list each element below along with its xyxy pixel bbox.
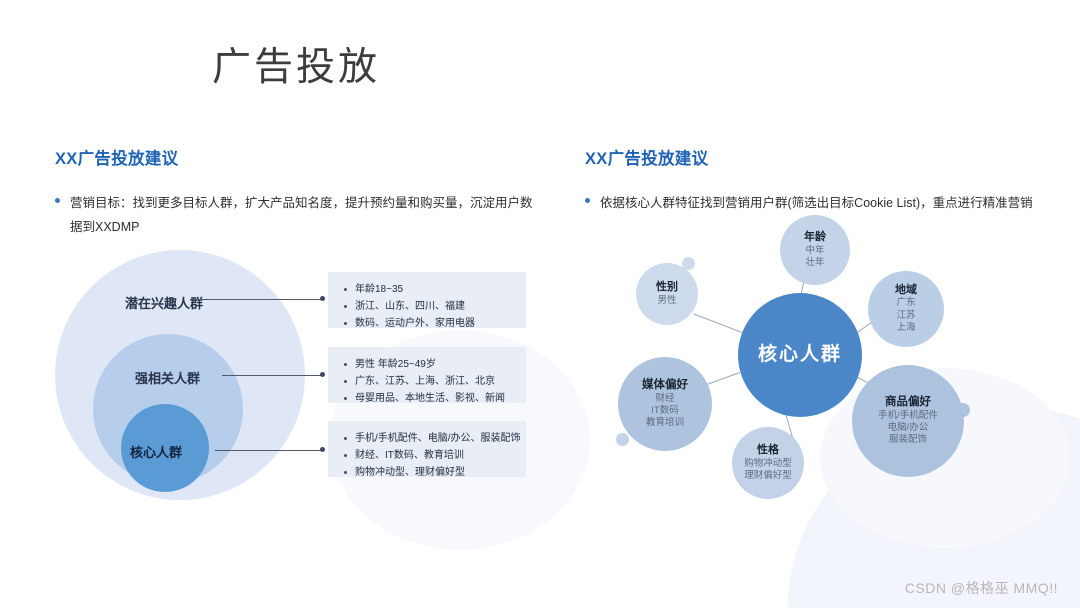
bullet-dot-icon (55, 198, 60, 203)
bubble-gender-accent (682, 257, 695, 270)
ring-label-strongly-related: 强相关人群 (135, 371, 201, 386)
info-box-core-audience: 手机/手机配件、电脑/办公、服装配饰 财经、IT数码、教育培训 购物冲动型、理财… (328, 421, 526, 478)
right-bullet-row: 依据核心人群特征找到营销用户群(筛选出目标Cookie List)，重点进行精准… (585, 191, 1055, 215)
bubble-media-line-1: 财经 (655, 392, 675, 404)
connector-line-1 (190, 299, 322, 300)
bubble-media-title: 媒体偏好 (642, 379, 688, 392)
bubble-age-line-2: 壮年 (805, 256, 825, 268)
info-box-1-line-3: 数码、运动户外、家用电器 (342, 315, 514, 332)
bubble-goods-preference: 商品偏好 手机/手机配件 电脑/办公 服装配饰 (852, 365, 964, 477)
connector-line-2 (222, 375, 322, 376)
right-column: XX广告投放建议 依据核心人群特征找到营销用户群(筛选出目标Cookie Lis… (585, 145, 1055, 215)
info-box-potential-interest: 年龄18~35 浙江、山东、四川、福建 数码、运动户外、家用电器 (328, 272, 526, 329)
right-bullet-text: 依据核心人群特征找到营销用户群(筛选出目标Cookie List)，重点进行精准… (600, 196, 1033, 210)
connector-line-3 (215, 450, 322, 451)
connector-node-2 (320, 372, 325, 377)
ring-core-audience (121, 404, 209, 492)
bubble-goods-line-1: 手机/手机配件 (878, 409, 938, 421)
bubble-region: 地域 广东 江苏 上海 (868, 271, 944, 347)
bubble-age-title: 年龄 (804, 230, 826, 243)
bubble-personality: 性格 购物冲动型 理财偏好型 (732, 427, 804, 499)
info-box-2-line-1: 男性 年龄25~49岁 (342, 356, 514, 373)
bubble-media-preference: 媒体偏好 财经 IT数码 教育培训 (618, 357, 712, 451)
bubble-core-audience: 核心人群 (738, 293, 862, 417)
bubble-goods-line-2: 电脑/办公 (887, 422, 929, 434)
bubble-age-line-1: 中年 (805, 244, 825, 256)
info-box-2-line-3: 母婴用品、本地生活、影视、新闻 (342, 390, 514, 407)
bubble-gender-title: 性别 (656, 280, 678, 293)
bullet-dot-icon (585, 198, 590, 203)
bubble-age: 年龄 中年 壮年 (780, 215, 850, 285)
bubble-core-audience-title: 核心人群 (757, 344, 842, 366)
page-title: 广告投放 (212, 45, 381, 90)
left-column: XX广告投放建议 营销目标：找到更多目标人群，扩大产品知名度，提升预约量和购买量… (55, 145, 535, 240)
left-bullet-text: 营销目标：找到更多目标人群，扩大产品知名度，提升预约量和购买量，沉淀用户数据到X… (70, 196, 533, 235)
bubble-region-line-2: 江苏 (896, 309, 916, 321)
bubble-personality-line-1: 购物冲动型 (744, 457, 792, 469)
info-box-3-line-2: 财经、IT数码、教育培训 (342, 447, 514, 464)
bubble-media-line-3: 教育培训 (645, 417, 684, 429)
bubble-personality-line-2: 理财偏好型 (744, 469, 792, 481)
ring-label-core-audience: 核心人群 (130, 445, 183, 460)
bubble-region-line-3: 上海 (896, 322, 916, 334)
bubble-personality-title: 性格 (757, 443, 779, 456)
connector-node-3 (320, 447, 325, 452)
info-box-3-line-3: 购物冲动型、理财偏好型 (342, 464, 514, 481)
bubble-goods-line-3: 服装配饰 (888, 434, 927, 446)
info-box-1-line-1: 年龄18~35 (342, 281, 514, 298)
info-box-2-line-2: 广东、江苏、上海、浙江、北京 (342, 373, 514, 390)
core-audience-bubble-diagram: 核心人群 年龄 中年 壮年 性别 男性 地域 广东 江苏 上海 媒体偏好 财经 … (600, 215, 1050, 515)
info-box-3-line-1: 手机/手机配件、电脑/办公、服装配饰 (342, 430, 521, 447)
bubble-region-title: 地域 (895, 283, 917, 296)
connector-node-1 (320, 296, 325, 301)
bubble-goods-title: 商品偏好 (885, 396, 931, 409)
spoke-gender (693, 313, 743, 333)
left-section-heading: XX广告投放建议 (55, 150, 179, 168)
bubble-media-accent (616, 433, 629, 446)
ring-label-potential-interest: 潜在兴趣人群 (125, 296, 204, 311)
info-box-1-line-2: 浙江、山东、四川、福建 (342, 298, 514, 315)
left-bullet-row: 营销目标：找到更多目标人群，扩大产品知名度，提升预约量和购买量，沉淀用户数据到X… (55, 191, 535, 240)
bubble-region-line-1: 广东 (896, 297, 916, 309)
info-box-strongly-related: 男性 年龄25~49岁 广东、江苏、上海、浙江、北京 母婴用品、本地生活、影视、… (328, 347, 526, 404)
bubble-gender: 性别 男性 (636, 263, 698, 325)
bubble-media-line-2: IT数码 (651, 405, 679, 417)
right-section-heading: XX广告投放建议 (585, 150, 709, 168)
bubble-gender-line-1: 男性 (657, 294, 677, 306)
watermark: CSDN @格格巫 MMQ!! (904, 580, 1058, 596)
